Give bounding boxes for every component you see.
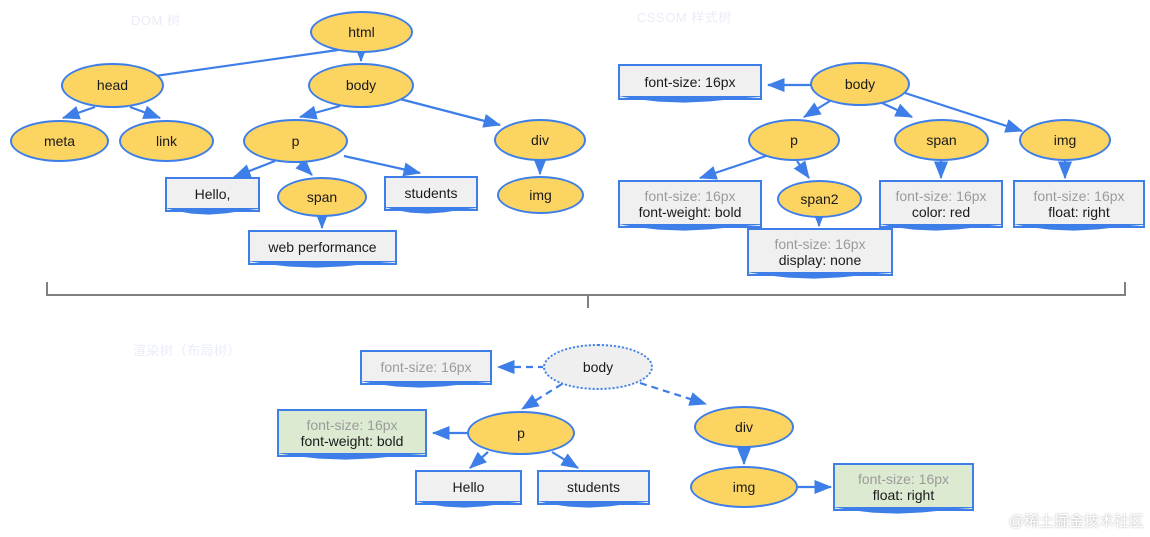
cssom-rule-span-nested-decl-1: font-size: 16px [774, 235, 866, 252]
cssom-rule-img-decl-1: font-size: 16px [1033, 187, 1125, 204]
dom-text-students-label: students [404, 185, 458, 202]
render-rule-p[interactable]: font-size: 16px font-weight: bold [277, 409, 427, 457]
render-node-body[interactable]: body [543, 344, 653, 390]
dom-text-web-performance-label: web performance [268, 239, 377, 256]
render-rule-p-decl-2: font-weight: bold [300, 433, 404, 449]
cssom-node-p[interactable]: p [748, 119, 840, 161]
dom-node-body[interactable]: body [308, 63, 414, 108]
cssom-rule-body-decl-1: font-size: 16px [644, 73, 736, 90]
cssom-rule-p[interactable]: font-size: 16px font-weight: bold [618, 180, 762, 228]
dom-node-div[interactable]: div [494, 119, 586, 161]
cssom-node-body[interactable]: body [810, 62, 910, 106]
dom-node-meta[interactable]: meta [10, 120, 109, 162]
dom-node-head[interactable]: head [61, 63, 164, 108]
dom-node-text-web-performance[interactable]: web performance [248, 230, 397, 265]
cssom-rule-span-decl-1: font-size: 16px [895, 187, 987, 204]
cssom-rule-img[interactable]: font-size: 16px float: right [1013, 180, 1145, 228]
section-title-render-tree: 渲染树（布局树） [133, 343, 242, 358]
dom-node-p[interactable]: p [243, 119, 348, 163]
render-rule-img-decl-1: font-size: 16px [857, 470, 950, 487]
render-rule-img[interactable]: font-size: 16px float: right [833, 463, 974, 511]
cssom-rule-span-nested[interactable]: font-size: 16px display: none [747, 228, 893, 276]
cssom-node-img[interactable]: img [1019, 119, 1111, 161]
render-rule-body[interactable]: font-size: 16px [360, 350, 492, 385]
dom-node-text-hello[interactable]: Hello, [165, 177, 260, 212]
cssom-rule-p-decl-2: font-weight: bold [638, 204, 742, 220]
cssom-rule-img-decl-2: float: right [1048, 204, 1110, 220]
cssom-node-span[interactable]: span [894, 119, 989, 161]
render-text-students-label: students [567, 479, 620, 496]
render-node-p[interactable]: p [467, 411, 575, 455]
cssom-rule-span-nested-decl-2: display: none [778, 252, 862, 268]
cssom-node-span-nested[interactable]: span2 [777, 180, 862, 218]
watermark: @稀土掘金技术社区 [1008, 513, 1144, 530]
section-bracket [46, 282, 1126, 308]
dom-node-html[interactable]: html [310, 11, 413, 53]
render-node-text-hello[interactable]: Hello [415, 470, 522, 505]
cssom-rule-p-decl-1: font-size: 16px [644, 187, 736, 204]
dom-node-link[interactable]: link [119, 120, 214, 162]
section-title-cssom-tree: CSSOM 样式树 [637, 10, 732, 25]
dom-node-span[interactable]: span [277, 177, 367, 217]
render-node-text-students[interactable]: students [537, 470, 650, 505]
render-text-hello-label: Hello [452, 479, 485, 496]
cssom-rule-span-decl-2: color: red [911, 204, 971, 220]
section-title-dom-tree: DOM 树 [131, 13, 181, 28]
render-rule-body-decl-1: font-size: 16px [380, 359, 472, 376]
dom-node-text-students[interactable]: students [384, 176, 478, 211]
render-node-img[interactable]: img [690, 466, 798, 508]
dom-node-img[interactable]: img [497, 176, 584, 214]
render-node-div[interactable]: div [694, 406, 794, 448]
render-rule-img-decl-2: float: right [872, 487, 935, 503]
cssom-rule-body[interactable]: font-size: 16px [618, 64, 762, 100]
dom-text-hello-label: Hello, [194, 186, 231, 203]
render-rule-p-decl-1: font-size: 16px [306, 416, 398, 433]
cssom-rule-span[interactable]: font-size: 16px color: red [879, 180, 1003, 228]
